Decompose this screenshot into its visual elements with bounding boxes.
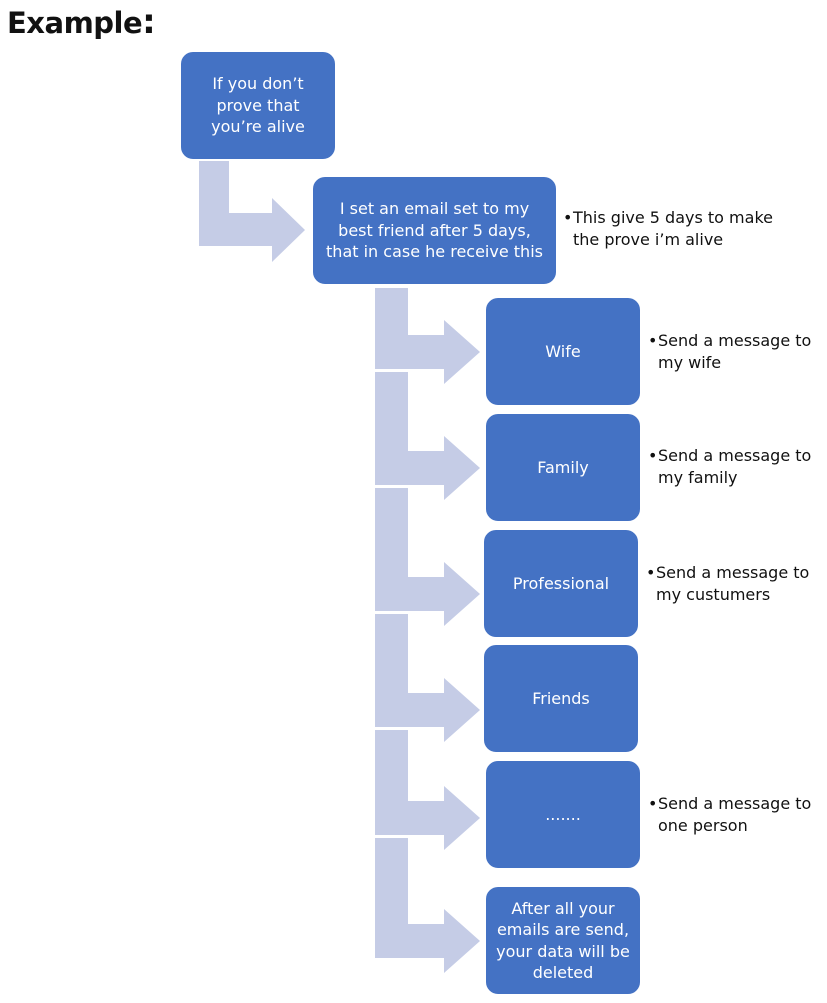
group-note-wife-text: Send a message to my wife [658,331,812,372]
group-note-ellipsis: • Send a message to one person [648,793,826,837]
email-note-text: This give 5 days to make the prove i’m a… [573,208,773,249]
group-box-friends: Friends [482,643,640,754]
group-note-ellipsis-text: Send a message to one person [658,794,812,835]
bullet-icon: • [563,208,573,227]
arrow-to-wife [375,288,480,384]
step-email-text: I set an email set to my best friend aft… [326,199,543,262]
group-box-wife: Wife [484,296,642,407]
arrow-to-friends [375,614,480,742]
group-box-professional: Professional [482,528,640,639]
group-label-wife: Wife [545,341,581,361]
step-delete-text: After all your emails are send, your dat… [496,898,630,983]
group-note-wife: • Send a message to my wife [648,330,826,374]
arrow-to-ellipsis [375,730,480,850]
bullet-icon: • [648,794,658,813]
arrow-to-delete [375,838,480,973]
arrow-to-family [375,372,480,500]
step-start-text: If you don’t prove that you’re alive [211,74,305,137]
group-note-family-text: Send a message to my family [658,446,812,487]
group-box-ellipsis: ....... [484,759,642,870]
bullet-icon: • [646,563,656,582]
group-note-family: • Send a message to my family [648,445,826,489]
group-label-friends: Friends [532,688,590,708]
arrow-to-professional [375,488,480,626]
group-label-family: Family [537,457,589,477]
page-title: Example: [7,2,156,42]
bullet-icon: • [648,331,658,350]
group-label-professional: Professional [512,573,610,593]
email-note: • This give 5 days to make the prove i’m… [563,207,823,251]
bullet-icon: • [648,446,658,465]
step-start-box: If you don’t prove that you’re alive [179,50,337,161]
step-email-box: I set an email set to my best friend aft… [311,175,558,286]
group-label-ellipsis: ....... [545,804,581,824]
arrow-start-to-email [199,160,305,262]
group-note-professional-text: Send a message to my custumers [656,563,810,604]
step-delete-box: After all your emails are send, your dat… [484,885,642,996]
group-note-professional: • Send a message to my custumers [646,562,824,606]
group-box-family: Family [484,412,642,523]
